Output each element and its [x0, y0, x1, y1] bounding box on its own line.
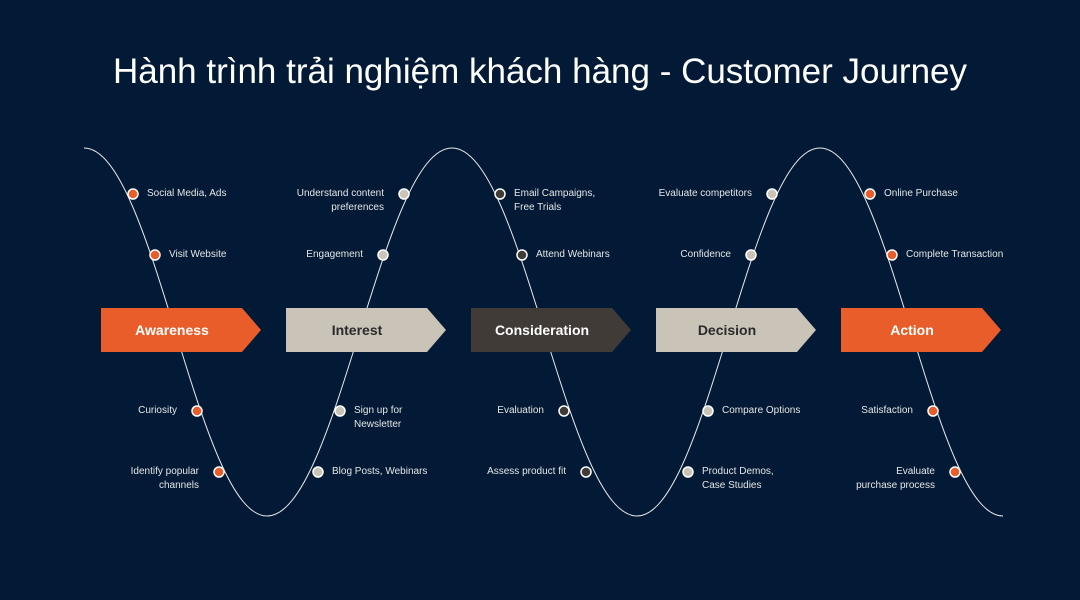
touchpoint-dot: [213, 466, 225, 478]
touchpoint-label: Satisfaction: [861, 405, 913, 416]
touchpoint-dot: [312, 466, 324, 478]
touchpoint-dot: [864, 188, 876, 200]
stage-arrow-consideration: [471, 308, 631, 352]
touchpoint-dot: [149, 249, 161, 261]
touchpoint-dot: [494, 188, 506, 200]
touchpoint-label: Confidence: [680, 249, 731, 260]
touchpoint-dot: [334, 405, 346, 417]
page-title: Hành trình trải nghiệm khách hàng - Cust…: [112, 52, 968, 91]
touchpoint-label: Social Media, Ads: [147, 188, 227, 199]
touchpoint-label: Complete Transaction: [906, 249, 1004, 260]
touchpoint-dot: [927, 405, 939, 417]
touchpoint-dot: [516, 249, 528, 261]
touchpoint-label: Assess product fit: [487, 466, 566, 477]
touchpoint-dot: [558, 405, 570, 417]
touchpoint-label: Engagement: [306, 249, 363, 260]
touchpoint-dot: [949, 466, 961, 478]
touchpoint-label: Evaluation: [497, 405, 544, 416]
stage-arrow-interest: [286, 308, 446, 352]
touchpoint-label: Visit Website: [169, 249, 227, 260]
touchpoint-label: Product Demos,Case Studies: [702, 466, 774, 491]
stage-label: Decision: [697, 322, 757, 338]
touchpoint-label: Email Campaigns,Free Trials: [514, 188, 596, 213]
touchpoint-dot: [127, 188, 139, 200]
stage-label: Consideration: [494, 322, 590, 338]
stage-arrow-awareness: [101, 308, 261, 352]
stage-label: Awareness: [135, 322, 209, 338]
stage-arrow-action: [841, 308, 1001, 352]
touchpoint-dot: [682, 466, 694, 478]
touchpoint-dot: [766, 188, 778, 200]
touchpoint-dot: [377, 249, 389, 261]
touchpoint-dot: [745, 249, 757, 261]
touchpoint-label: Curiosity: [138, 405, 177, 416]
touchpoint-label: Blog Posts, Webinars: [332, 466, 428, 477]
touchpoint-label: Compare Options: [722, 405, 801, 416]
stage-label: Interest: [331, 322, 383, 338]
touchpoint-dot: [886, 249, 898, 261]
touchpoint-label: Online Purchase: [884, 188, 958, 199]
stage-label: Action: [890, 322, 934, 338]
touchpoint-dot: [191, 405, 203, 417]
touchpoint-dot: [398, 188, 410, 200]
touchpoint-dot: [580, 466, 592, 478]
stage-arrow-decision: [656, 308, 816, 352]
touchpoint-label: Evaluate competitors: [658, 188, 752, 199]
touchpoint-dot: [702, 405, 714, 417]
touchpoint-label: Attend Webinars: [536, 249, 610, 260]
